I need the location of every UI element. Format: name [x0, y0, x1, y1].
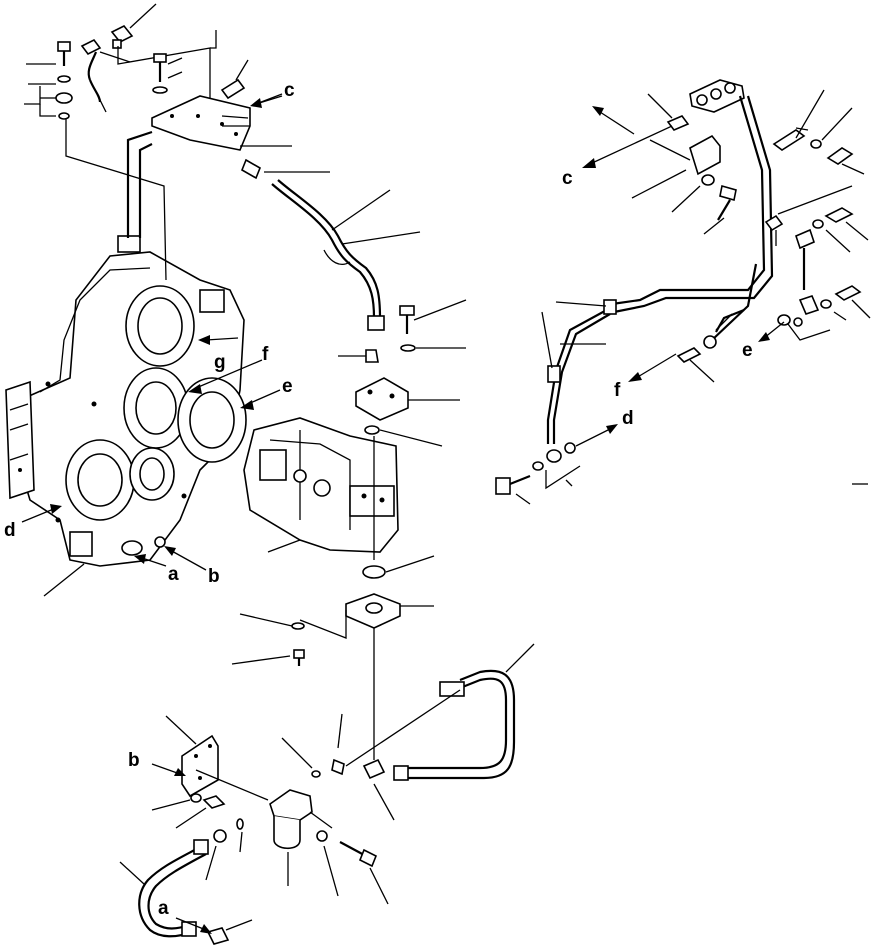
- lower-left-hose: a b: [119, 750, 253, 945]
- letter-f1: f: [262, 344, 269, 365]
- right-tube-assembly: [495, 79, 871, 505]
- filter-assembly: [151, 715, 389, 905]
- lower-block: [231, 593, 434, 760]
- letter-f2: f: [614, 380, 621, 401]
- letter-c1: c: [284, 80, 295, 101]
- letter-b1: b: [208, 566, 220, 587]
- housing-callouts: g f e d a b c: [4, 80, 295, 587]
- bracket-bolt: [152, 53, 183, 94]
- center-fasteners: [338, 299, 467, 363]
- center-hose: [240, 158, 421, 331]
- letter-c2: c: [562, 168, 573, 189]
- right-callouts: c e f d: [562, 106, 868, 485]
- manifold-block: [355, 377, 460, 447]
- letter-b2: b: [128, 750, 140, 771]
- letter-e2: e: [742, 340, 753, 361]
- letter-d1: d: [4, 520, 16, 541]
- gear-housing: [5, 118, 247, 597]
- return-hose: [281, 643, 535, 821]
- letter-d2: d: [622, 408, 634, 429]
- letter-a1: a: [168, 564, 179, 585]
- letter-a2: a: [158, 898, 169, 919]
- mounting-bracket: [151, 95, 292, 151]
- hydraulic-pump: [243, 417, 435, 579]
- top-left-hardware: [24, 3, 217, 120]
- letter-g: g: [214, 352, 226, 373]
- letter-e1: e: [282, 376, 293, 397]
